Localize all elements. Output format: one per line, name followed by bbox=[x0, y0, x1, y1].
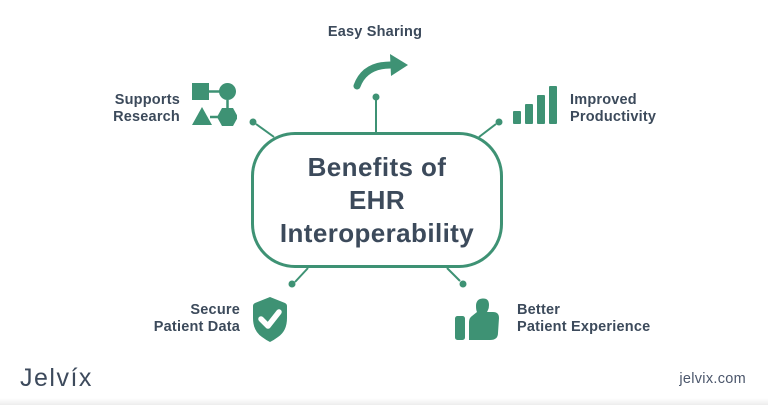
better-patient-experience-text-1: Better bbox=[517, 302, 561, 318]
thumbs-up-icon bbox=[455, 298, 499, 340]
improved-productivity-text-2: Productivity bbox=[570, 109, 657, 125]
supports-research-text-2: Research bbox=[113, 109, 180, 125]
node-label-better-patient-experience: Better Patient Experience bbox=[517, 302, 667, 336]
central-topic-box: Benefits of EHR Interoperability bbox=[251, 132, 503, 268]
supports-research-text-1: Supports bbox=[114, 92, 180, 108]
secure-patient-data-text-2: Patient Data bbox=[153, 319, 240, 335]
node-label-secure-patient-data: Secure Patient Data bbox=[130, 302, 240, 336]
node-label-easy-sharing: Easy Sharing bbox=[295, 24, 455, 41]
bar-chart-icon bbox=[513, 86, 557, 124]
website-url: jelvix.com bbox=[679, 371, 746, 387]
central-title-line-2: EHR bbox=[348, 184, 406, 215]
shapes-icon bbox=[192, 83, 237, 126]
jelvix-logo: Jelvíx bbox=[20, 364, 93, 392]
central-title-line-1: Benefits of bbox=[307, 151, 447, 182]
central-title-line-3: Interoperability bbox=[279, 217, 475, 248]
improved-productivity-text-1: Improved bbox=[570, 92, 637, 108]
easy-sharing-text: Easy Sharing bbox=[327, 24, 423, 40]
shield-check-icon bbox=[253, 297, 287, 342]
node-label-supports-research: Supports Research bbox=[85, 92, 180, 126]
better-patient-experience-text-2: Patient Experience bbox=[517, 319, 651, 335]
curved-arrow-icon bbox=[353, 54, 408, 90]
secure-patient-data-text-1: Secure bbox=[190, 302, 240, 318]
node-label-improved-productivity: Improved Productivity bbox=[570, 92, 690, 126]
